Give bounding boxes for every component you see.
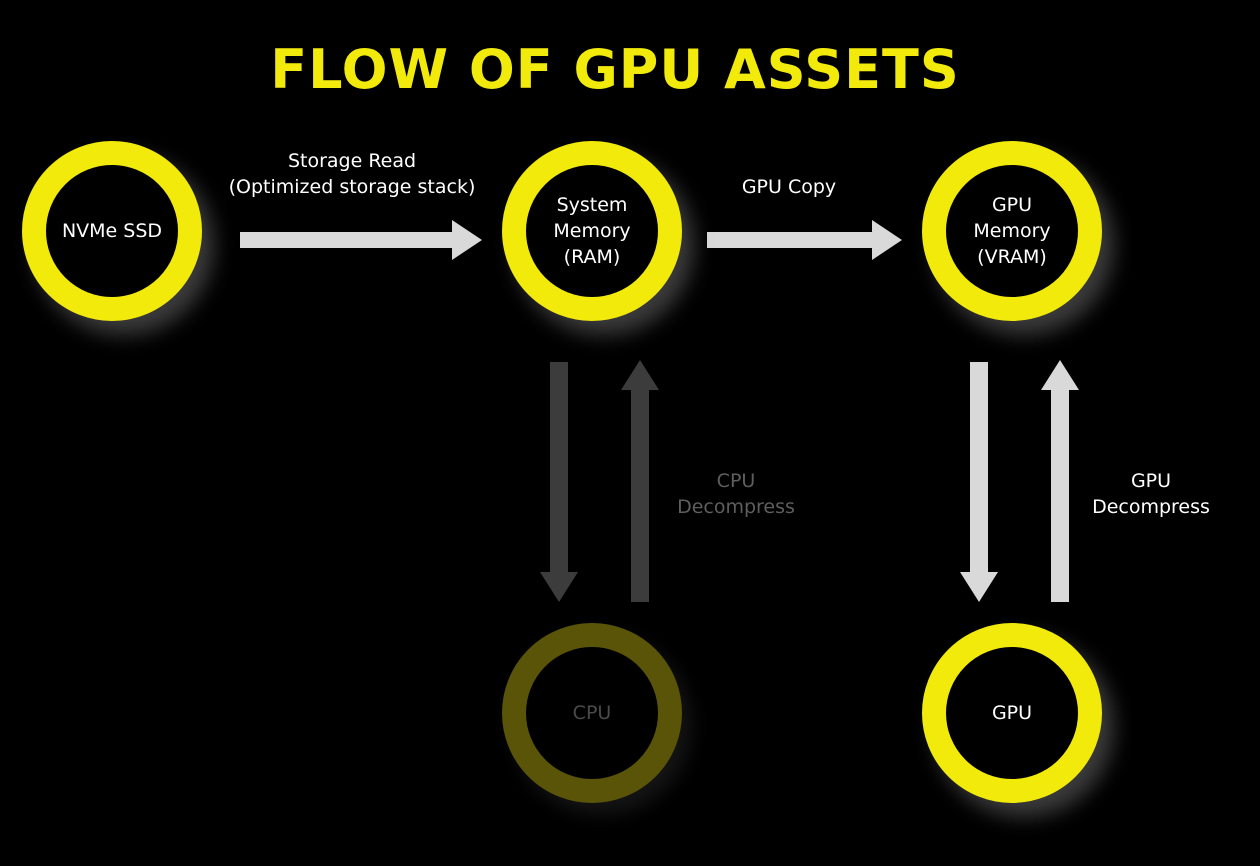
gpu-copy-label: GPU Copy [741,176,837,198]
node-gpu-memory: GPU Memory (VRAM) [922,141,1102,321]
ram-to-cpu-arrow [540,362,578,602]
gpu-decompress-label: GPU Decompress [1092,470,1210,518]
storage-read-label: Storage Read (Optimized storage stack) [228,150,476,198]
gpu-to-vram-arrow [1041,360,1079,602]
node-gpu-memory-label: GPU Memory (VRAM) [973,194,1051,268]
diagram-title: FLOW OF GPU ASSETS [270,38,960,101]
gpu-copy-arrow [707,220,902,260]
node-system-memory: System Memory (RAM) [502,141,682,321]
node-cpu: CPU [502,623,682,803]
cpu-to-ram-arrow [621,360,659,602]
node-nvme-ssd-label: NVMe SSD [61,220,163,242]
cpu-decompress-label: CPU Decompress [677,470,795,518]
vram-to-gpu-arrow [960,362,998,602]
storage-read-arrow [240,220,482,260]
node-gpu: GPU [922,623,1102,803]
node-cpu-label: CPU [572,702,612,724]
node-nvme-ssd: NVMe SSD [22,141,202,321]
node-system-memory-label: System Memory (RAM) [553,194,631,268]
node-gpu-label: GPU [991,702,1033,724]
